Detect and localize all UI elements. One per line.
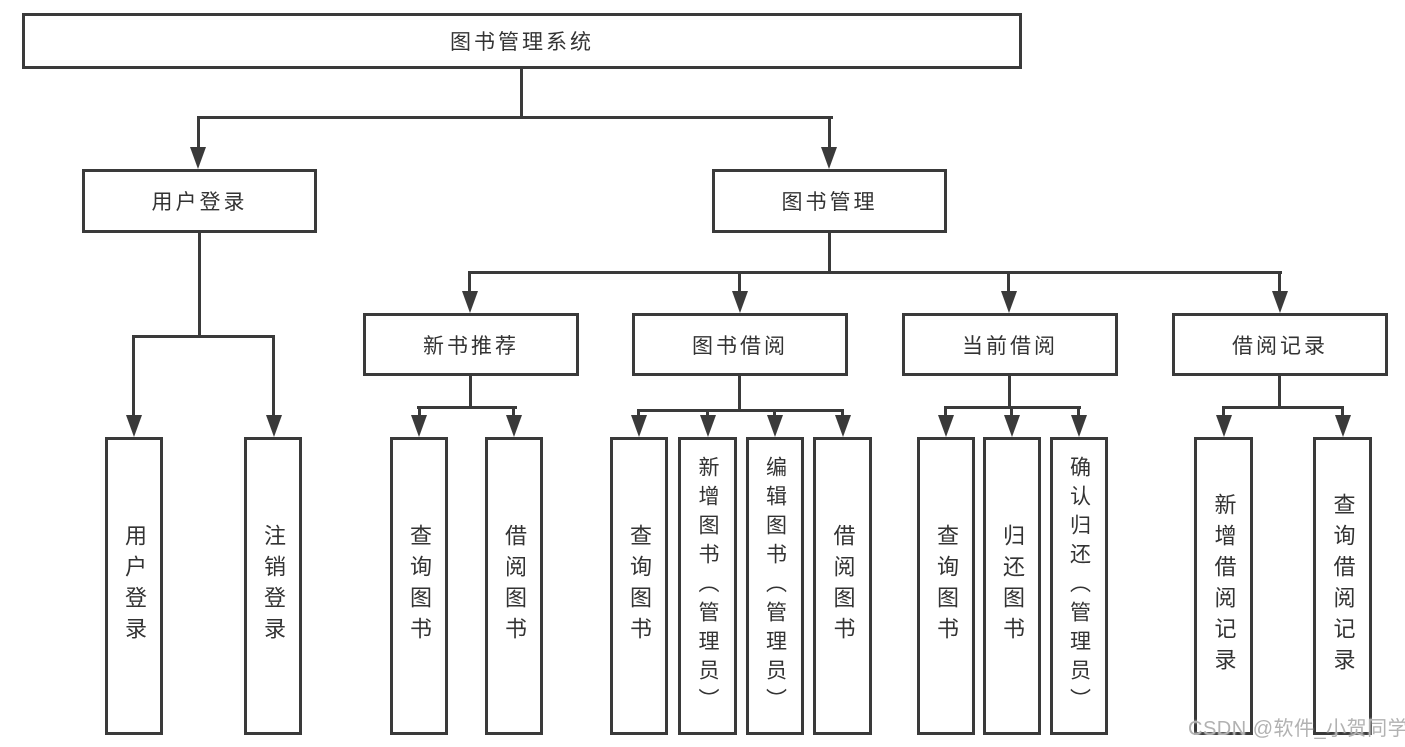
connector-stem [828, 116, 831, 150]
node-label: 图书借阅 [692, 334, 788, 358]
connector-stem [1341, 406, 1344, 418]
node-label: 借阅记录 [1232, 334, 1328, 358]
arrow-down-icon [1335, 415, 1351, 437]
arrow-down-icon [732, 291, 748, 313]
arrow-down-icon [1004, 415, 1020, 437]
node-borrow-records: 借阅记录 [1172, 313, 1388, 376]
arrow-down-icon [1272, 291, 1288, 313]
arrow-down-icon [821, 147, 837, 169]
node-new-book-recommend: 新书推荐 [363, 313, 579, 376]
connector-rail [1222, 406, 1344, 409]
node-label: 查询图书 [627, 524, 652, 648]
leaf-logout: 注销登录 [244, 437, 302, 735]
arrow-down-icon [700, 415, 716, 437]
leaf-query-borrow-record: 查询借阅记录 [1313, 437, 1372, 735]
leaf-query-books-current: 查询图书 [917, 437, 975, 735]
arrow-down-icon [835, 415, 851, 437]
arrow-down-icon [266, 415, 282, 437]
arrow-down-icon [190, 147, 206, 169]
connector-rail [132, 335, 275, 338]
node-label: 查询图书 [407, 524, 432, 648]
connector-stem [1008, 376, 1011, 409]
connector-stem [828, 233, 831, 274]
node-library-system: 图书管理系统 [22, 13, 1022, 69]
connector-stem [197, 116, 200, 150]
connector-stem [132, 335, 135, 417]
node-label: 用户登录 [151, 191, 248, 214]
node-label: 新增图书（管理员） [696, 455, 719, 717]
connector-stem [1007, 271, 1010, 293]
arrow-down-icon [506, 415, 522, 437]
node-label: 当前借阅 [962, 334, 1058, 358]
connector-stem [637, 409, 640, 418]
connector-stem [1077, 406, 1080, 418]
connector-stem [738, 376, 741, 412]
node-label: 查询借阅记录 [1330, 493, 1356, 679]
node-current-borrow: 当前借阅 [902, 313, 1118, 376]
arrow-down-icon [462, 291, 478, 313]
leaf-borrow-books: 借阅图书 [813, 437, 872, 735]
node-label: 图书管理 [781, 191, 878, 214]
connector-level2-rail [197, 116, 833, 119]
arrow-down-icon [767, 415, 783, 437]
arrow-down-icon [126, 415, 142, 437]
connector-stem [841, 409, 844, 418]
leaf-user-login: 用户登录 [105, 437, 163, 735]
leaf-edit-book-admin: 编辑图书（管理员） [746, 437, 804, 735]
connector-stem [773, 409, 776, 418]
node-label: 注销登录 [261, 524, 286, 648]
leaf-add-book-admin: 新增图书（管理员） [678, 437, 737, 735]
connector-stem [944, 406, 947, 418]
connector-stem [1278, 271, 1281, 293]
connector-stem [738, 271, 741, 293]
connector-stem [1222, 406, 1225, 418]
leaf-return-books: 归还图书 [983, 437, 1041, 735]
connector-stem [1278, 376, 1281, 409]
connector-stem [272, 335, 275, 417]
arrow-down-icon [631, 415, 647, 437]
node-label: 借阅图书 [830, 524, 856, 648]
node-label: 编辑图书（管理员） [763, 455, 787, 717]
connector-rail [637, 409, 844, 412]
connector-level3-rail [468, 271, 1282, 274]
arrow-down-icon [1071, 415, 1087, 437]
csdn-watermark: CSDN @软件_小贺同学 [1188, 718, 1405, 740]
connector-stem [418, 406, 421, 418]
node-label: 新书推荐 [423, 334, 519, 358]
node-label: 归还图书 [1000, 524, 1025, 648]
connector-stem [469, 376, 472, 409]
node-label: 用户登录 [122, 524, 147, 648]
node-label: 图书管理系统 [450, 31, 594, 54]
node-label: 新增借阅记录 [1211, 493, 1237, 679]
leaf-query-books-recommend: 查询图书 [390, 437, 448, 735]
leaf-borrow-books-recommend: 借阅图书 [485, 437, 543, 735]
leaf-confirm-return-admin: 确认归还（管理员） [1050, 437, 1108, 735]
connector-stem [1010, 406, 1013, 418]
leaf-add-borrow-record: 新增借阅记录 [1194, 437, 1253, 735]
arrow-down-icon [938, 415, 954, 437]
node-book-management: 图书管理 [712, 169, 947, 233]
arrow-down-icon [1216, 415, 1232, 437]
connector-root-stem [520, 69, 523, 119]
connector-stem [198, 233, 201, 336]
arrow-down-icon [1001, 291, 1017, 313]
node-label: 查询图书 [934, 524, 959, 648]
connector-rail [417, 406, 517, 409]
leaf-query-books-borrow: 查询图书 [610, 437, 668, 735]
node-label: 借阅图书 [502, 524, 527, 648]
node-label: 确认归还（管理员） [1067, 455, 1091, 717]
arrow-down-icon [411, 415, 427, 437]
connector-stem [706, 409, 709, 418]
node-user-login: 用户登录 [82, 169, 317, 233]
node-book-borrow: 图书借阅 [632, 313, 848, 376]
connector-stem [468, 271, 471, 293]
connector-stem [512, 406, 515, 418]
